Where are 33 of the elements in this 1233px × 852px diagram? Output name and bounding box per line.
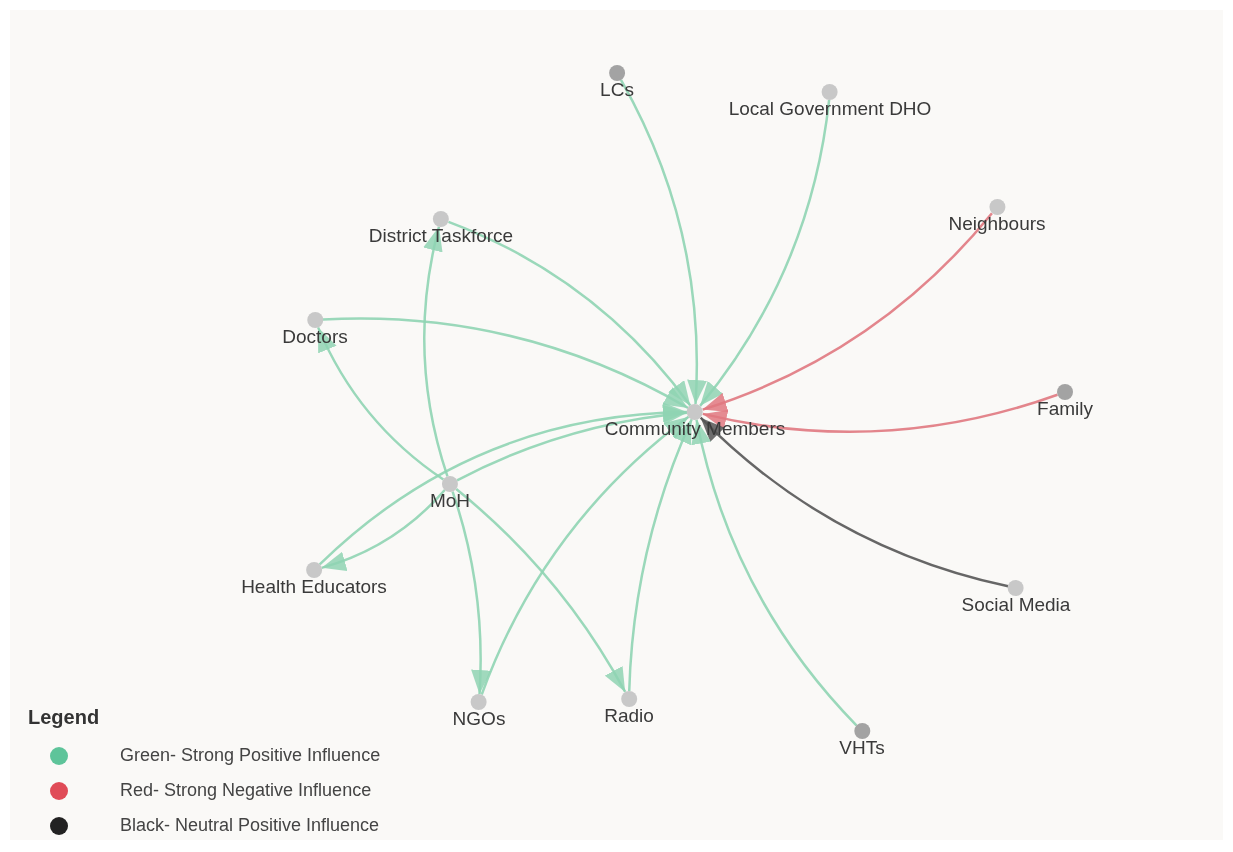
arrow — [691, 419, 858, 727]
arrow — [628, 418, 693, 692]
node-label: LCs — [600, 79, 634, 101]
node-label: District Taskforce — [368, 225, 514, 247]
arrow — [619, 79, 707, 405]
arrow — [423, 226, 449, 477]
node-label: Family — [1037, 398, 1093, 420]
legend-title: Legend — [28, 705, 101, 730]
node-label: MoH — [429, 490, 471, 512]
arrow — [702, 212, 993, 412]
arrow — [448, 220, 692, 407]
arrow — [456, 405, 688, 482]
node-label: Health Educators — [241, 576, 387, 598]
node-label: Social Media — [961, 594, 1071, 616]
arrow — [321, 489, 446, 571]
node-label: NGOs — [452, 708, 506, 730]
node-label: Local Government DHO — [728, 98, 932, 120]
node-marker — [1037, 384, 1093, 420]
arrow — [316, 326, 445, 481]
legend-text: Black- Neutral Positive Influence — [120, 814, 380, 837]
arrow — [318, 403, 688, 566]
node-label: VHTs — [839, 737, 885, 759]
arrow — [322, 317, 689, 410]
legend-text: Green- Strong Positive Influence — [120, 744, 381, 767]
legend-text: Red- Strong Negative Influence — [120, 779, 372, 802]
arrow — [451, 491, 491, 695]
arrow — [455, 488, 627, 693]
arrow — [699, 416, 1009, 588]
arrow — [480, 415, 690, 695]
node-label: Radio — [604, 705, 654, 727]
node-label: Doctors — [282, 326, 348, 348]
arrow — [702, 393, 1058, 433]
arrow — [699, 99, 831, 407]
